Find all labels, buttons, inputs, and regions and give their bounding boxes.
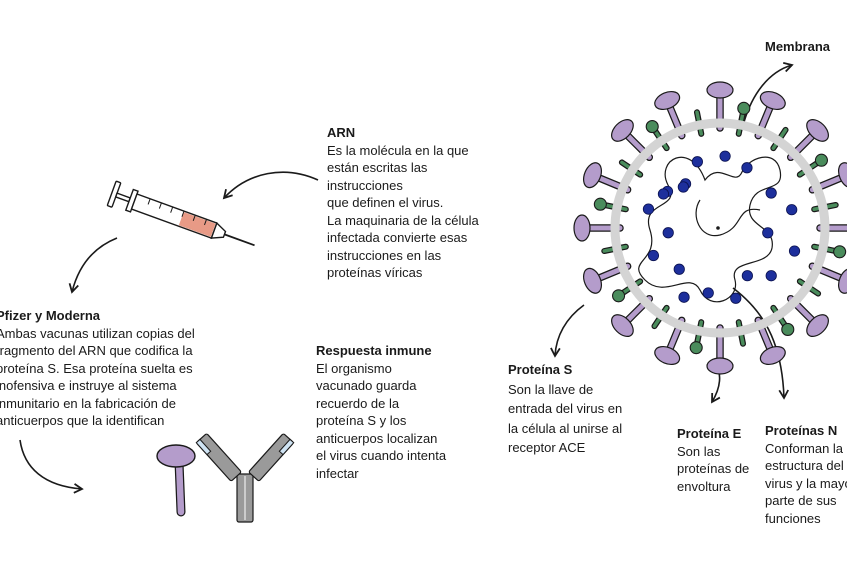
n-protein-icon [765,270,777,282]
n-proteins [642,150,801,304]
pfizer-line: proteína S. Esa proteína suelta es [0,360,193,376]
protein-n-line: funciones [765,510,821,526]
protein-n-line: estructura del [765,458,844,473]
protein-e-line: proteínas de [677,461,750,476]
n-protein-icon [673,263,685,275]
pfizer-line: Ambas vacunas utilizan copias del [0,325,195,341]
n-protein-icon [677,181,689,193]
protein-e-line: envoltura [677,478,731,494]
pfizer-title: Pfizer y Moderna [0,308,101,323]
n-protein-icon [702,287,714,299]
n-protein-icon [730,292,742,304]
arn-line: instrucciones [327,177,403,193]
protein-n-annotation: Proteínas N Conforman la estructura del … [765,422,847,527]
n-protein-icon [647,249,660,262]
pfizer-line: anticuerpos que la identifican [0,413,165,428]
arrow-pfizer-to-response [19,439,84,494]
antibody-icon [195,433,295,523]
pfizer-line: inofensiva e instruye al sistema [0,378,177,393]
protein-e-line: Son las [677,443,721,459]
coronavirus-icon [573,81,847,375]
n-protein-icon [642,203,655,215]
arrow-syringe-to-pfizer [68,237,118,294]
immune-line: el virus cuando intenta [316,448,447,463]
protein-s-title: Proteína S [508,362,573,377]
arn-title: ARN [327,125,356,140]
immune-line: El organismo [316,360,392,376]
arn-line: proteínas víricas [327,265,423,280]
arn-line: La maquinaria de la célula [327,212,479,228]
protein-n-line: virus y la mayor [765,475,847,491]
membrane-annotation: Membrana [765,38,830,56]
n-protein-icon [741,270,753,282]
arrow-arn-to-syringe [222,171,319,200]
arn-line: instrucciones en las [327,247,442,263]
arrow-protein-s [550,304,585,358]
protein-s-line: entrada del virus en [508,401,623,416]
n-protein-icon [788,245,801,257]
immune-line: recuerdo de la [316,395,400,411]
pfizer-line: fragmento del ARN que codifica la [0,343,193,358]
arn-line: que definen el virus. [327,195,444,210]
n-protein-icon [719,150,731,162]
n-protein-icon [786,204,798,216]
n-protein-icon [678,291,690,303]
membrane-title: Membrana [765,39,831,54]
protein-s-line: la célula al unirse al [508,420,623,436]
pfizer-line: inmunitario en la fabricación de [0,395,176,411]
rna-strand [638,156,782,303]
n-protein-icon [691,156,703,168]
immune-line: infectar [316,465,359,481]
protein-n-title: Proteínas N [765,423,838,438]
protein-s-line: receptor ACE [508,440,586,455]
protein-n-line: Conforman la [765,440,844,456]
pfizer-moderna-annotation: Pfizer y Moderna Ambas vacunas utilizan … [0,307,195,430]
immune-response-annotation: Respuesta inmune El organismo vacunado g… [316,342,446,482]
protein-n-line: parte de sus [765,493,837,508]
n-protein-icon [741,162,753,174]
protein-s-line: Son la llave de [508,381,594,397]
protein-e-title: Proteína E [677,426,742,441]
arn-line: están escritas las [327,160,428,175]
n-protein-icon [762,227,774,239]
n-protein-icon [662,227,674,239]
arn-line: Es la molécula en la que [327,142,469,158]
arn-annotation: ARN Es la molécula en la que están escri… [327,124,479,282]
arn-line: infectada convierte esas [327,230,468,245]
free-spike-protein-icon [156,444,196,517]
n-protein-icon [765,187,777,199]
syringe-icon [106,180,255,247]
protein-s-annotation: Proteína S Son la llave de entrada del v… [508,360,622,458]
immune-line: vacunado guarda [316,378,417,393]
immune-line: anticuerpos localizan [316,430,438,446]
virus-core-dot [716,226,720,230]
protein-e-annotation: Proteína E Son las proteínas de envoltur… [677,425,749,495]
immune-line: proteína S y los [316,413,407,428]
virus-membrane [610,118,830,338]
immune-title: Respuesta inmune [316,343,432,358]
arrow-protein-n [732,287,789,400]
n-protein-icon [657,188,670,200]
